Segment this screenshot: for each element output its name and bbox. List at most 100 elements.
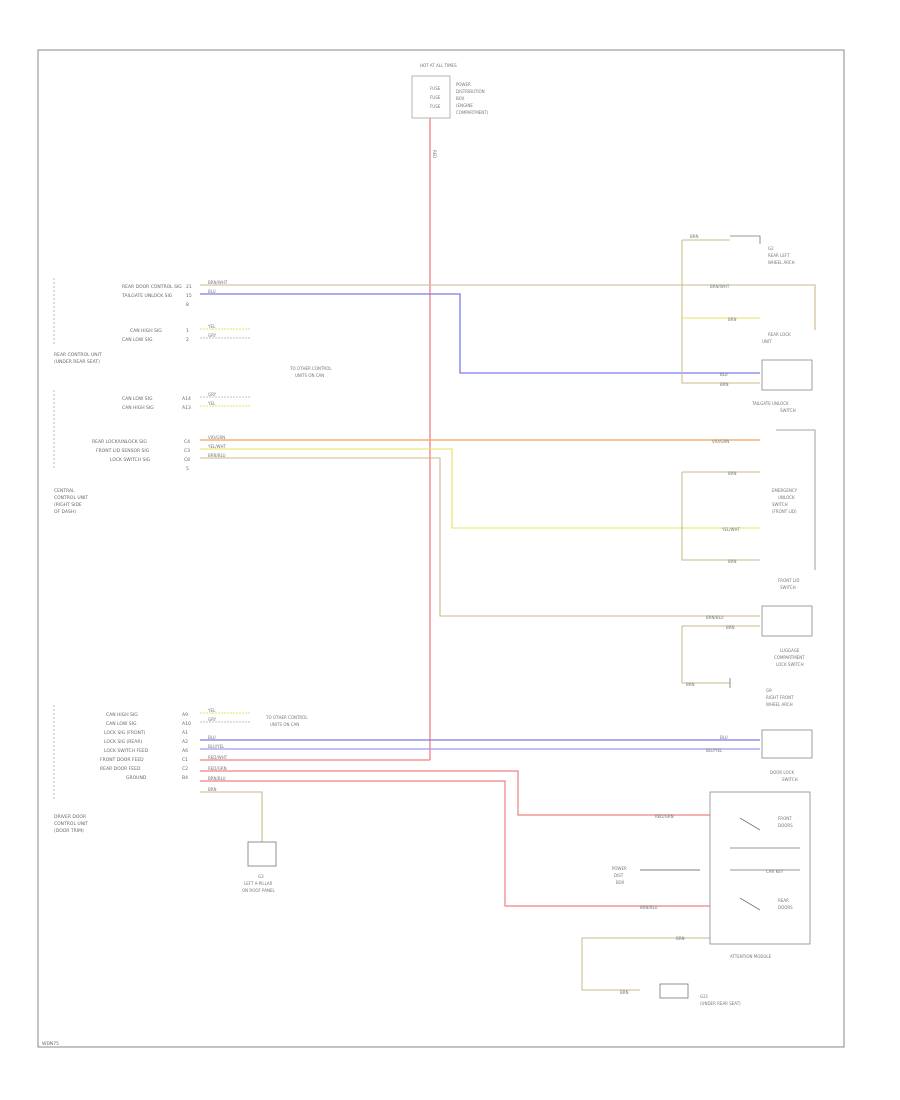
rc1-w1: BRN/WHT [710, 284, 730, 289]
ground-g2: G2 REAR LEFT WHEEL ARCH BRN [690, 234, 795, 265]
rc4-l3: LOCK SWITCH [776, 662, 804, 667]
lg1-label-4: OF DASH) [54, 509, 76, 515]
lg2-r5-wire: RED/GRN [208, 766, 227, 771]
rc6-w2: BLU/YEL [706, 748, 723, 753]
rc3-i2: UNLOCK [778, 495, 795, 500]
rc6-w1: BLU [720, 735, 728, 740]
lg2-r3-pin: A2 [182, 739, 188, 745]
lg2-label-1: DRIVER DOOR [54, 814, 86, 820]
lg1-r0-name: CAN LOW SIG [122, 396, 153, 402]
lg2-r0-pin: A9 [182, 712, 188, 718]
lg2-r6-wire: BRN/BLU [208, 776, 226, 781]
lg2-r1-name: CAN LOW SIG [106, 721, 137, 727]
rc0-l2: REAR LEFT [768, 253, 790, 258]
attention-module: RED/GRN BRN/BLU BRN FRONT DOORS CAR KEY … [612, 791, 811, 959]
lg2-r1-wire: GRY [208, 717, 217, 722]
rc1-w2: BRN [728, 317, 737, 322]
lg1-r1-name: CAN HIGH SIG [122, 405, 154, 411]
rc7-i2: DOORS [778, 823, 793, 828]
lg2-r2-pin: A1 [182, 730, 188, 736]
lg2-r1-pin: A10 [182, 721, 191, 727]
rc0-l3: WHEEL ARCH [768, 260, 795, 265]
rc7-i1: FRONT [778, 816, 792, 821]
luggage-lock-switch: BRN/BLU BRN LUGGAGE COMPARTMENT LOCK SWI… [706, 605, 813, 667]
lg2-r7-pin: B4 [182, 775, 188, 781]
lg0-s1-wire: GRY [208, 333, 217, 338]
lg2-r4-pin: A6 [182, 748, 188, 754]
lg0-r1-name: TAILGATE UNLOCK SIG [121, 293, 173, 299]
rc3-w1: VIO/GRN [712, 439, 729, 444]
lg1-s2-wire: BRN/BLU [208, 453, 226, 458]
lg2-r5-pin: C1 [182, 757, 188, 763]
wire-front-door-feed [200, 770, 710, 816]
lg0-label-1: REAR CONTROL UNIT [54, 352, 102, 358]
lg0-s0-pin: 1 [186, 328, 189, 334]
top-side-5: COMPARTMENT) [456, 110, 489, 115]
rc3-i4: (FRONT LID) [772, 509, 797, 514]
lg1-label-3: (RIGHT SIDE [54, 502, 82, 508]
rc0-l1: G2 [768, 246, 774, 251]
rc2-w2: BRN [720, 382, 729, 387]
lg2-r5-name: FRONT DOOR FEED [100, 757, 144, 763]
ground-g3: G3 LEFT A-PILLAR ON ROOF PANEL [242, 841, 277, 893]
wire-ground-b4 [200, 791, 263, 842]
rc3-w2: BRN [728, 471, 737, 476]
lg1-label-2: CONTROL UNIT [54, 495, 88, 501]
lg2-r3-wire: BLU/YEL [208, 744, 225, 749]
ground-g9: BRN G9 RIGHT FRONT WHEEL ARCH [686, 678, 794, 707]
tailgate-unlock-switch: BLU BRN TAILGATE UNLOCK SWITCH [720, 359, 813, 413]
rc8-wire: BRN [620, 990, 629, 995]
lg1-s0-name: REAR LOCK/UNLOCK SIG [92, 439, 147, 445]
lg0-side-1: TO OTHER CONTROL [289, 366, 332, 371]
lg2-r4-wire: RED/WHT [208, 755, 228, 760]
lg2-r2-wire: BLU [208, 735, 216, 740]
rc3-i3: SWITCH [772, 502, 788, 507]
rc4-w1: BRN/BLU [706, 615, 724, 620]
rc5-wire: BRN [686, 682, 695, 687]
wire-front-lid-sensor [200, 448, 760, 529]
lg2-r7-name: GROUND [126, 775, 147, 781]
lg1-s2-name: LOCK SWITCH SIG [110, 457, 151, 463]
lg2-r3-name: LOCK SIG (REAR) [104, 739, 142, 745]
rc7-s1: POWER [612, 866, 627, 871]
lg0-s0-name: CAN HIGH SIG [130, 328, 162, 334]
lg2-r4-name: LOCK SWITCH FEED [104, 748, 149, 754]
rc1-l2: UNIT [762, 339, 772, 344]
lg1-r0-wire: GRY [208, 392, 217, 397]
rc4-l2: COMPARTMENT [774, 655, 805, 660]
lg0-r0-pin: 21 [186, 284, 192, 290]
rc7-i3: CAR KEY [766, 869, 784, 874]
lg2-side-1: TO OTHER CONTROL [265, 715, 308, 720]
lg0-label-2: (UNDER REAR SEAT) [54, 359, 100, 365]
rc7-w1: RED/GRN [655, 814, 674, 819]
lg0-s1-pin: 2 [186, 337, 189, 343]
lg0-s0-wire: YEL [207, 324, 216, 329]
door-lock-switch: BLU BLU/YEL DOOR LOCK SWITCH [706, 729, 813, 782]
rc7-l1: ATTENTION MODULE [730, 954, 772, 959]
lg1-s0-wire: VIO/GRN [208, 435, 225, 440]
diagram-frame [37, 49, 845, 1048]
wire-lock-switch [200, 457, 760, 617]
rc5-l1: G9 [766, 688, 772, 693]
lg0-r0-name: REAR DOOR CONTROL SIG [122, 284, 182, 290]
driver-door-control-unit: CAN HIGH SIG A9 YEL CAN LOW SIG A10 GRY … [53, 705, 308, 834]
rc7-w2: BRN/BLU [640, 905, 658, 910]
central-control-unit: CAN LOW SIG A14 GRY CAN HIGH SIG A13 YEL… [53, 390, 227, 515]
lg0-s1-name: CAN LOW SIG [122, 337, 153, 343]
lg2-r6-name: REAR DOOR FEED [100, 766, 141, 772]
rc7-i4: REAR [778, 898, 789, 903]
rc6-l2: SWITCH [782, 777, 798, 782]
footer-code: WDN75 [42, 1041, 59, 1047]
rc3-l2: SWITCH [780, 585, 796, 590]
lg0-r0-wire: BRN/WHT [208, 280, 228, 285]
rc3-w3: YEL/WHT [721, 527, 741, 532]
lg1-s0-pin: C4 [184, 439, 190, 445]
lg0-r1-pin: 15 [186, 293, 192, 299]
power-distribution-box: HOT AT ALL TIMES FUSE FUSE FUSE POWER DI… [411, 63, 489, 158]
rc3-l1: FRONT LID [778, 578, 799, 583]
rc3-w4: BRN [728, 559, 737, 564]
rc7-s2: DIST [614, 873, 624, 878]
lg1-s1-pin: C3 [184, 448, 190, 454]
lg2-r2-name: LOCK SIG (FRONT) [104, 730, 146, 736]
front-lid-switch: VIO/GRN BRN YEL/WHT BRN EMERGENCY UNLOCK… [712, 429, 816, 590]
